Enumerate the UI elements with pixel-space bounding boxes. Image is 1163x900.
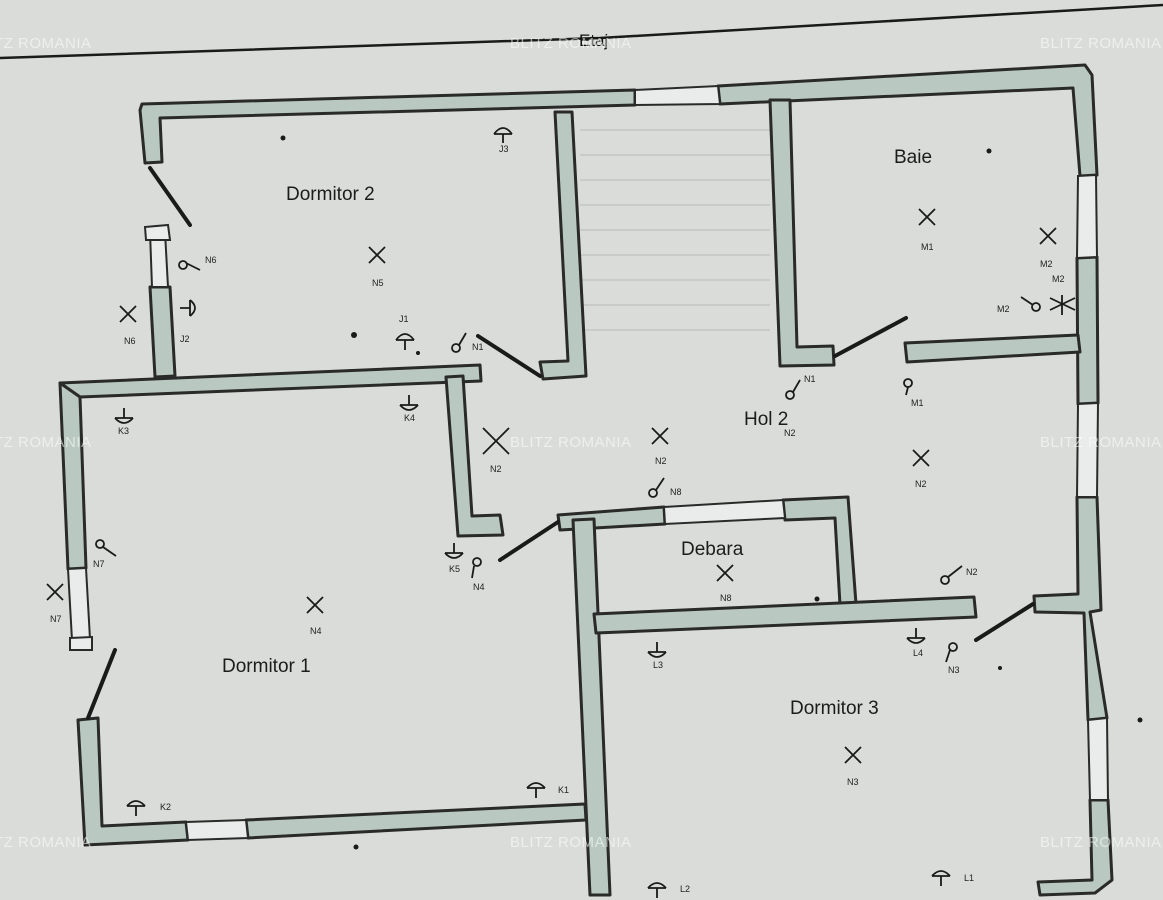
ink-specks — [280, 135, 1143, 850]
room-label-debara: Debara — [681, 539, 744, 560]
room-label-baie: Baie — [894, 147, 932, 168]
label-n1b: N1 — [804, 374, 816, 384]
room-label-dormitor-3: Dormitor 3 — [790, 698, 879, 719]
plan-title: Etaj — [579, 31, 608, 50]
label-k2: K2 — [160, 802, 171, 812]
watermarks: BLITZ ROMANIA BLITZ ROMANIA BLITZ ROMANI… — [0, 35, 1162, 851]
label-l4: L4 — [913, 648, 923, 658]
walls — [58, 63, 1114, 897]
label-n8b: N8 — [720, 593, 732, 603]
watermark-6: BLITZ ROMANIA — [1040, 434, 1162, 451]
watermark-7: BLITZ ROMANIA — [0, 834, 92, 851]
ceiling-light-icons — [46, 208, 1057, 764]
label-n1a: N1 — [472, 342, 484, 352]
room-label-hol-2: Hol 2 — [744, 409, 788, 430]
label-m1b: M1 — [911, 398, 924, 408]
staircase-hatch — [580, 129, 770, 331]
label-n2-hol: N2 — [784, 428, 796, 438]
label-n3b: N3 — [847, 777, 859, 787]
label-m2c: M2 — [997, 304, 1010, 314]
top-boundary-line — [0, 3, 1163, 60]
label-j2: J2 — [180, 334, 190, 344]
watermark-3: BLITZ ROMANIA — [1040, 35, 1162, 52]
watermark-2: BLITZ ROMANIA — [510, 35, 632, 52]
label-n2c: N2 — [915, 479, 927, 489]
label-n-left: N6 — [124, 336, 136, 346]
label-n2b: N2 — [655, 456, 667, 466]
windows — [66, 84, 1110, 842]
watermark-5: BLITZ ROMANIA — [510, 434, 632, 451]
watermark-4: BLITZ ROMANIA — [0, 434, 92, 451]
label-m1: M1 — [921, 242, 934, 252]
label-j1: J1 — [399, 314, 409, 324]
label-j3: J3 — [499, 144, 509, 154]
label-m2b: M2 — [1052, 274, 1065, 284]
label-n6: N6 — [205, 255, 217, 265]
label-n7b: N7 — [50, 614, 62, 624]
room-label-dormitor-2: Dormitor 2 — [286, 184, 375, 205]
room-label-dormitor-1: Dormitor 1 — [222, 656, 311, 677]
label-n2a: N2 — [490, 464, 502, 474]
label-k1: K1 — [558, 785, 569, 795]
symbol-labels: N6 N5 J3 J1 J2 N1 M1 M2 M2 M2 N1 N2 M1 N… — [50, 144, 1065, 894]
watermark-9: BLITZ ROMANIA — [1040, 834, 1162, 851]
switch-icons — [95, 260, 1041, 663]
doors — [86, 166, 1035, 720]
label-n3a: N3 — [948, 665, 960, 675]
label-n8a: N8 — [670, 487, 682, 497]
label-l3: L3 — [653, 660, 663, 670]
socket-icons — [114, 127, 1076, 898]
label-n4a: N4 — [473, 582, 485, 592]
label-k4: K4 — [404, 413, 415, 423]
label-m2a: M2 — [1040, 259, 1053, 269]
label-n5: N5 — [372, 278, 384, 288]
label-l1: L1 — [964, 873, 974, 883]
watermark-1: BLITZ ROMANIA — [0, 35, 92, 52]
label-k3: K3 — [118, 426, 129, 436]
label-n7a: N7 — [93, 559, 105, 569]
label-n2d: N2 — [966, 567, 978, 577]
label-l2: L2 — [680, 884, 690, 894]
label-n4b: N4 — [310, 626, 322, 636]
watermark-8: BLITZ ROMANIA — [510, 834, 632, 851]
label-k5: K5 — [449, 564, 460, 574]
